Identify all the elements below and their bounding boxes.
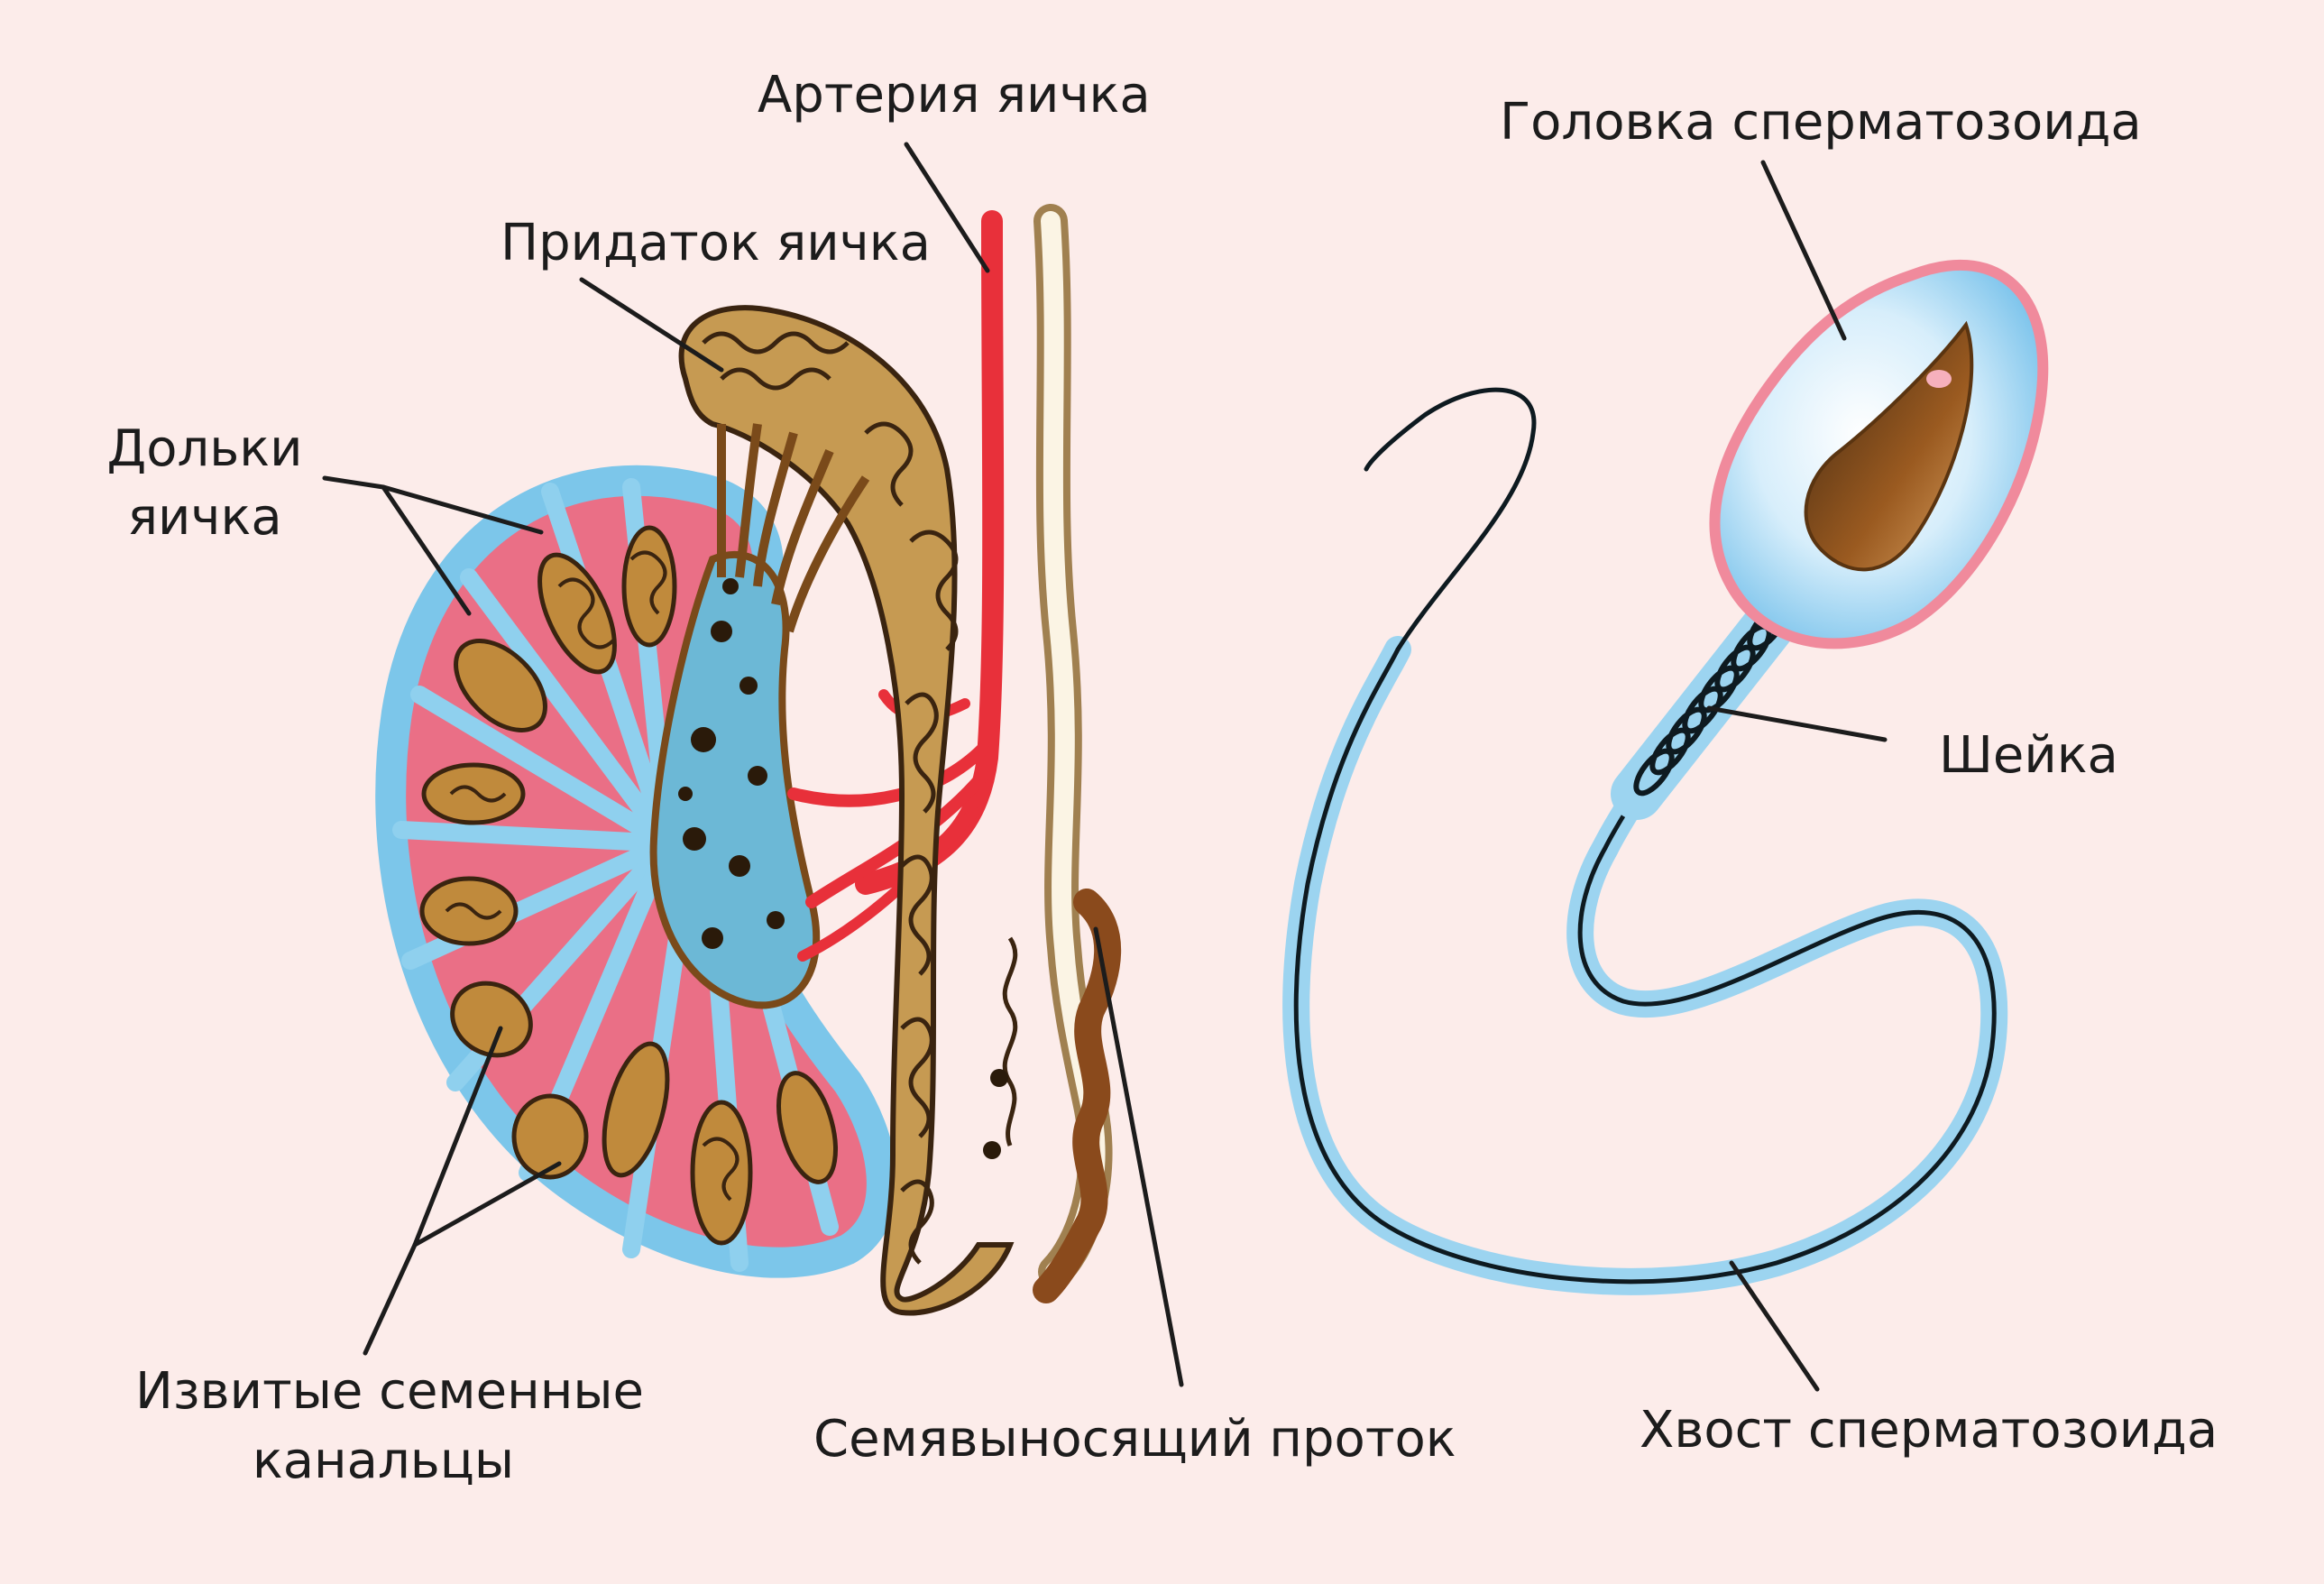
- rete-testis: [649, 551, 821, 1009]
- sperm-acrosome: [1804, 320, 1974, 572]
- epididymis-coils: [702, 331, 959, 1265]
- label-epididymis: Придаток яичка: [501, 214, 931, 272]
- efferent-ductules: [716, 423, 870, 633]
- testicular-artery: [787, 210, 1005, 962]
- label-sperm-head: Головка сперматозоида: [1500, 93, 2142, 152]
- label-seminiferous-tubules-line2: канальцы: [252, 1432, 515, 1490]
- label-sperm-neck: Шейка: [1939, 726, 2118, 785]
- testis: [375, 465, 897, 1278]
- label-testis-lobules-line1: Дольки: [106, 419, 303, 478]
- label-testis-lobules-line2: яичка: [127, 488, 282, 547]
- tubule-coils: [445, 550, 739, 1202]
- sperm-end-piece: [1364, 387, 1537, 652]
- spermatozoon: [1282, 259, 2049, 1295]
- epididymis: [678, 305, 1015, 1316]
- label-seminiferous-tubules-line1: Извитые семенные: [135, 1362, 644, 1421]
- leader-lines: [322, 142, 1888, 1392]
- sperm-centriole: [1926, 370, 1952, 388]
- sperm-neck: [1611, 578, 1812, 820]
- label-testicular-artery: Артерия яичка: [758, 66, 1151, 124]
- label-sperm-tail: Хвост сперматозоида: [1640, 1401, 2218, 1460]
- seminiferous-tubules: [419, 525, 838, 1246]
- label-vas-deferens: Семявыносящий проток: [813, 1410, 1456, 1469]
- rete-speckles: [678, 578, 785, 949]
